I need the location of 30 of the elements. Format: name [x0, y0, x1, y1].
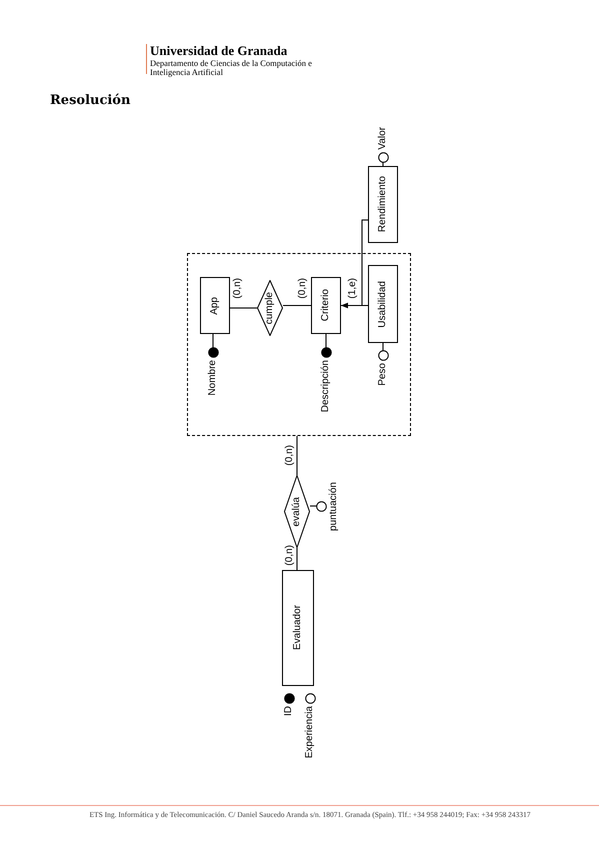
- department-name: Departamento de Ciencias de la Computación e Inteligencia Artificial: [150, 59, 313, 78]
- attribute-name: Nombre: [208, 360, 218, 396]
- university-name: Universidad de Granada: [150, 44, 288, 58]
- entity-box: Rendimiento: [368, 166, 398, 243]
- cardinality-label: (1,e): [348, 278, 358, 299]
- connector-line: [382, 342, 384, 351]
- cardinality-label: (0,n): [233, 278, 243, 299]
- connector-line: [296, 436, 298, 476]
- entity-box: Usabilidad: [368, 265, 398, 343]
- attribute-name: Experiencia: [305, 706, 315, 758]
- connector-line: [212, 334, 214, 348]
- entity-box: App: [200, 277, 230, 334]
- connector-line: [296, 548, 298, 570]
- arrow: [340, 220, 368, 308]
- entity-box: Criterio: [311, 277, 341, 334]
- entity-box: Evaluador: [282, 570, 314, 686]
- connector-line: [382, 162, 384, 166]
- attribute-name: Descripción: [321, 360, 331, 412]
- cardinality-label: (0,n): [285, 545, 295, 566]
- attribute-name: ID: [284, 706, 294, 716]
- relationship-name: cumple: [265, 292, 275, 324]
- attribute-name: puntuación: [329, 482, 339, 530]
- cardinality-label: (0,n): [298, 278, 308, 299]
- section-heading: Resolución: [50, 93, 130, 108]
- aggregation-box: [187, 253, 411, 436]
- cardinality-label: (0,n): [285, 445, 295, 466]
- relationship-name: evalúa: [292, 496, 302, 526]
- connector-line: [282, 305, 312, 306]
- attribute-name: Valor: [378, 127, 388, 150]
- attribute-name: Peso: [378, 363, 388, 386]
